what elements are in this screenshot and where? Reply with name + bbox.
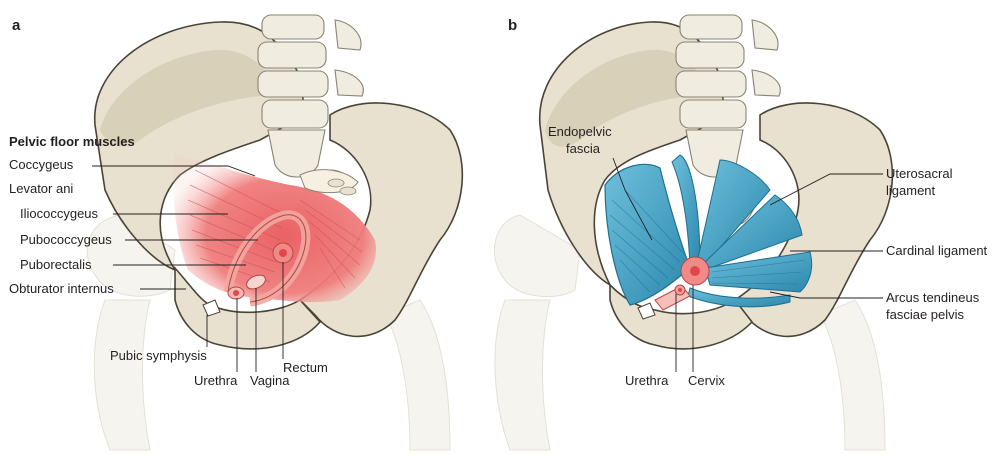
label-levator-ani: Levator ani: [9, 181, 73, 196]
label-obturator-internus: Obturator internus: [9, 281, 114, 296]
label-endopelvic-line1: Endopelvic: [548, 124, 612, 139]
label-arcus-line1: Arcus tendineus: [886, 290, 980, 305]
label-pubic-symphysis: Pubic symphysis: [110, 348, 207, 363]
panel-b-fascia: [605, 155, 812, 310]
label-uterosacral-line2: ligament: [886, 183, 936, 198]
label-arcus-line2: fasciae pelvis: [886, 307, 965, 322]
label-puborectalis: Puborectalis: [20, 257, 92, 272]
label-coccygeus: Coccygeus: [9, 157, 74, 172]
panel-a-muscle-floor: [173, 155, 375, 302]
label-cervix: Cervix: [688, 373, 725, 388]
panel-a-spine: [258, 15, 363, 192]
label-endopelvic-line2: fascia: [566, 141, 601, 156]
label-urethra-b: Urethra: [625, 373, 669, 388]
label-pubococcygeus: Pubococcygeus: [20, 232, 112, 247]
panel-b-letter: b: [508, 17, 517, 34]
label-uterosacral-line1: Uterosacral: [886, 166, 953, 181]
label-vagina: Vagina: [250, 373, 290, 388]
panel-b: b: [494, 15, 987, 450]
label-rectum: Rectum: [283, 360, 328, 375]
label-iliococcygeus: Iliococcygeus: [20, 206, 99, 221]
panel-a: a: [9, 15, 462, 450]
panel-a-letter: a: [12, 17, 21, 34]
pelvic-floor-muscles-heading: Pelvic floor muscles: [9, 134, 135, 149]
label-cardinal-ligament: Cardinal ligament: [886, 243, 988, 258]
label-urethra-a: Urethra: [194, 373, 238, 388]
